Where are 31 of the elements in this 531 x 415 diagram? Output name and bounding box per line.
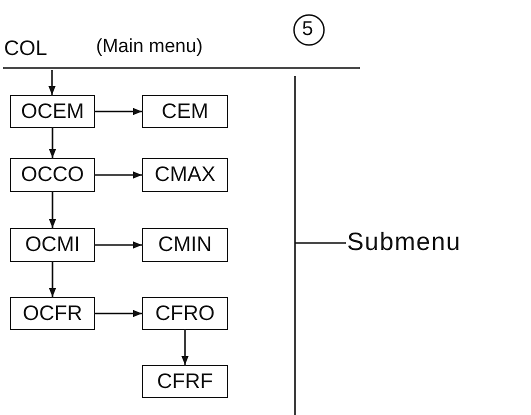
arrow xyxy=(48,128,56,158)
menu-label: OCFR xyxy=(22,302,82,326)
menu-label: CFRO xyxy=(155,302,215,326)
circled-number: 5 xyxy=(302,18,314,41)
menu-label: CMIN xyxy=(158,233,212,257)
arrow xyxy=(48,262,56,297)
menu-box xyxy=(142,297,228,330)
menu-box xyxy=(142,365,228,398)
arrow xyxy=(48,192,56,228)
menu-box xyxy=(142,158,228,192)
menu-label: CMAX xyxy=(154,163,216,187)
arrow xyxy=(181,330,189,365)
menu-box xyxy=(142,228,228,262)
menu-label: OCCO xyxy=(21,163,84,187)
menu-box xyxy=(10,95,95,128)
arrow xyxy=(95,241,142,249)
menu-title: COL xyxy=(4,36,52,62)
menu-box xyxy=(10,228,95,262)
arrow xyxy=(95,310,142,318)
menu-caption: (Main menu) xyxy=(96,36,203,58)
menu-box xyxy=(10,297,95,330)
menu-box xyxy=(142,95,228,128)
menu-label: CFRF xyxy=(157,370,213,394)
menu-label: OCMI xyxy=(25,233,80,257)
arrow xyxy=(95,171,142,179)
menu-box xyxy=(10,158,95,192)
submenu-label: Submenu xyxy=(347,228,462,257)
arrow xyxy=(95,108,142,116)
arrow xyxy=(48,70,56,95)
menu-label: CEM xyxy=(162,100,208,124)
menu-label: OCEM xyxy=(21,100,84,124)
